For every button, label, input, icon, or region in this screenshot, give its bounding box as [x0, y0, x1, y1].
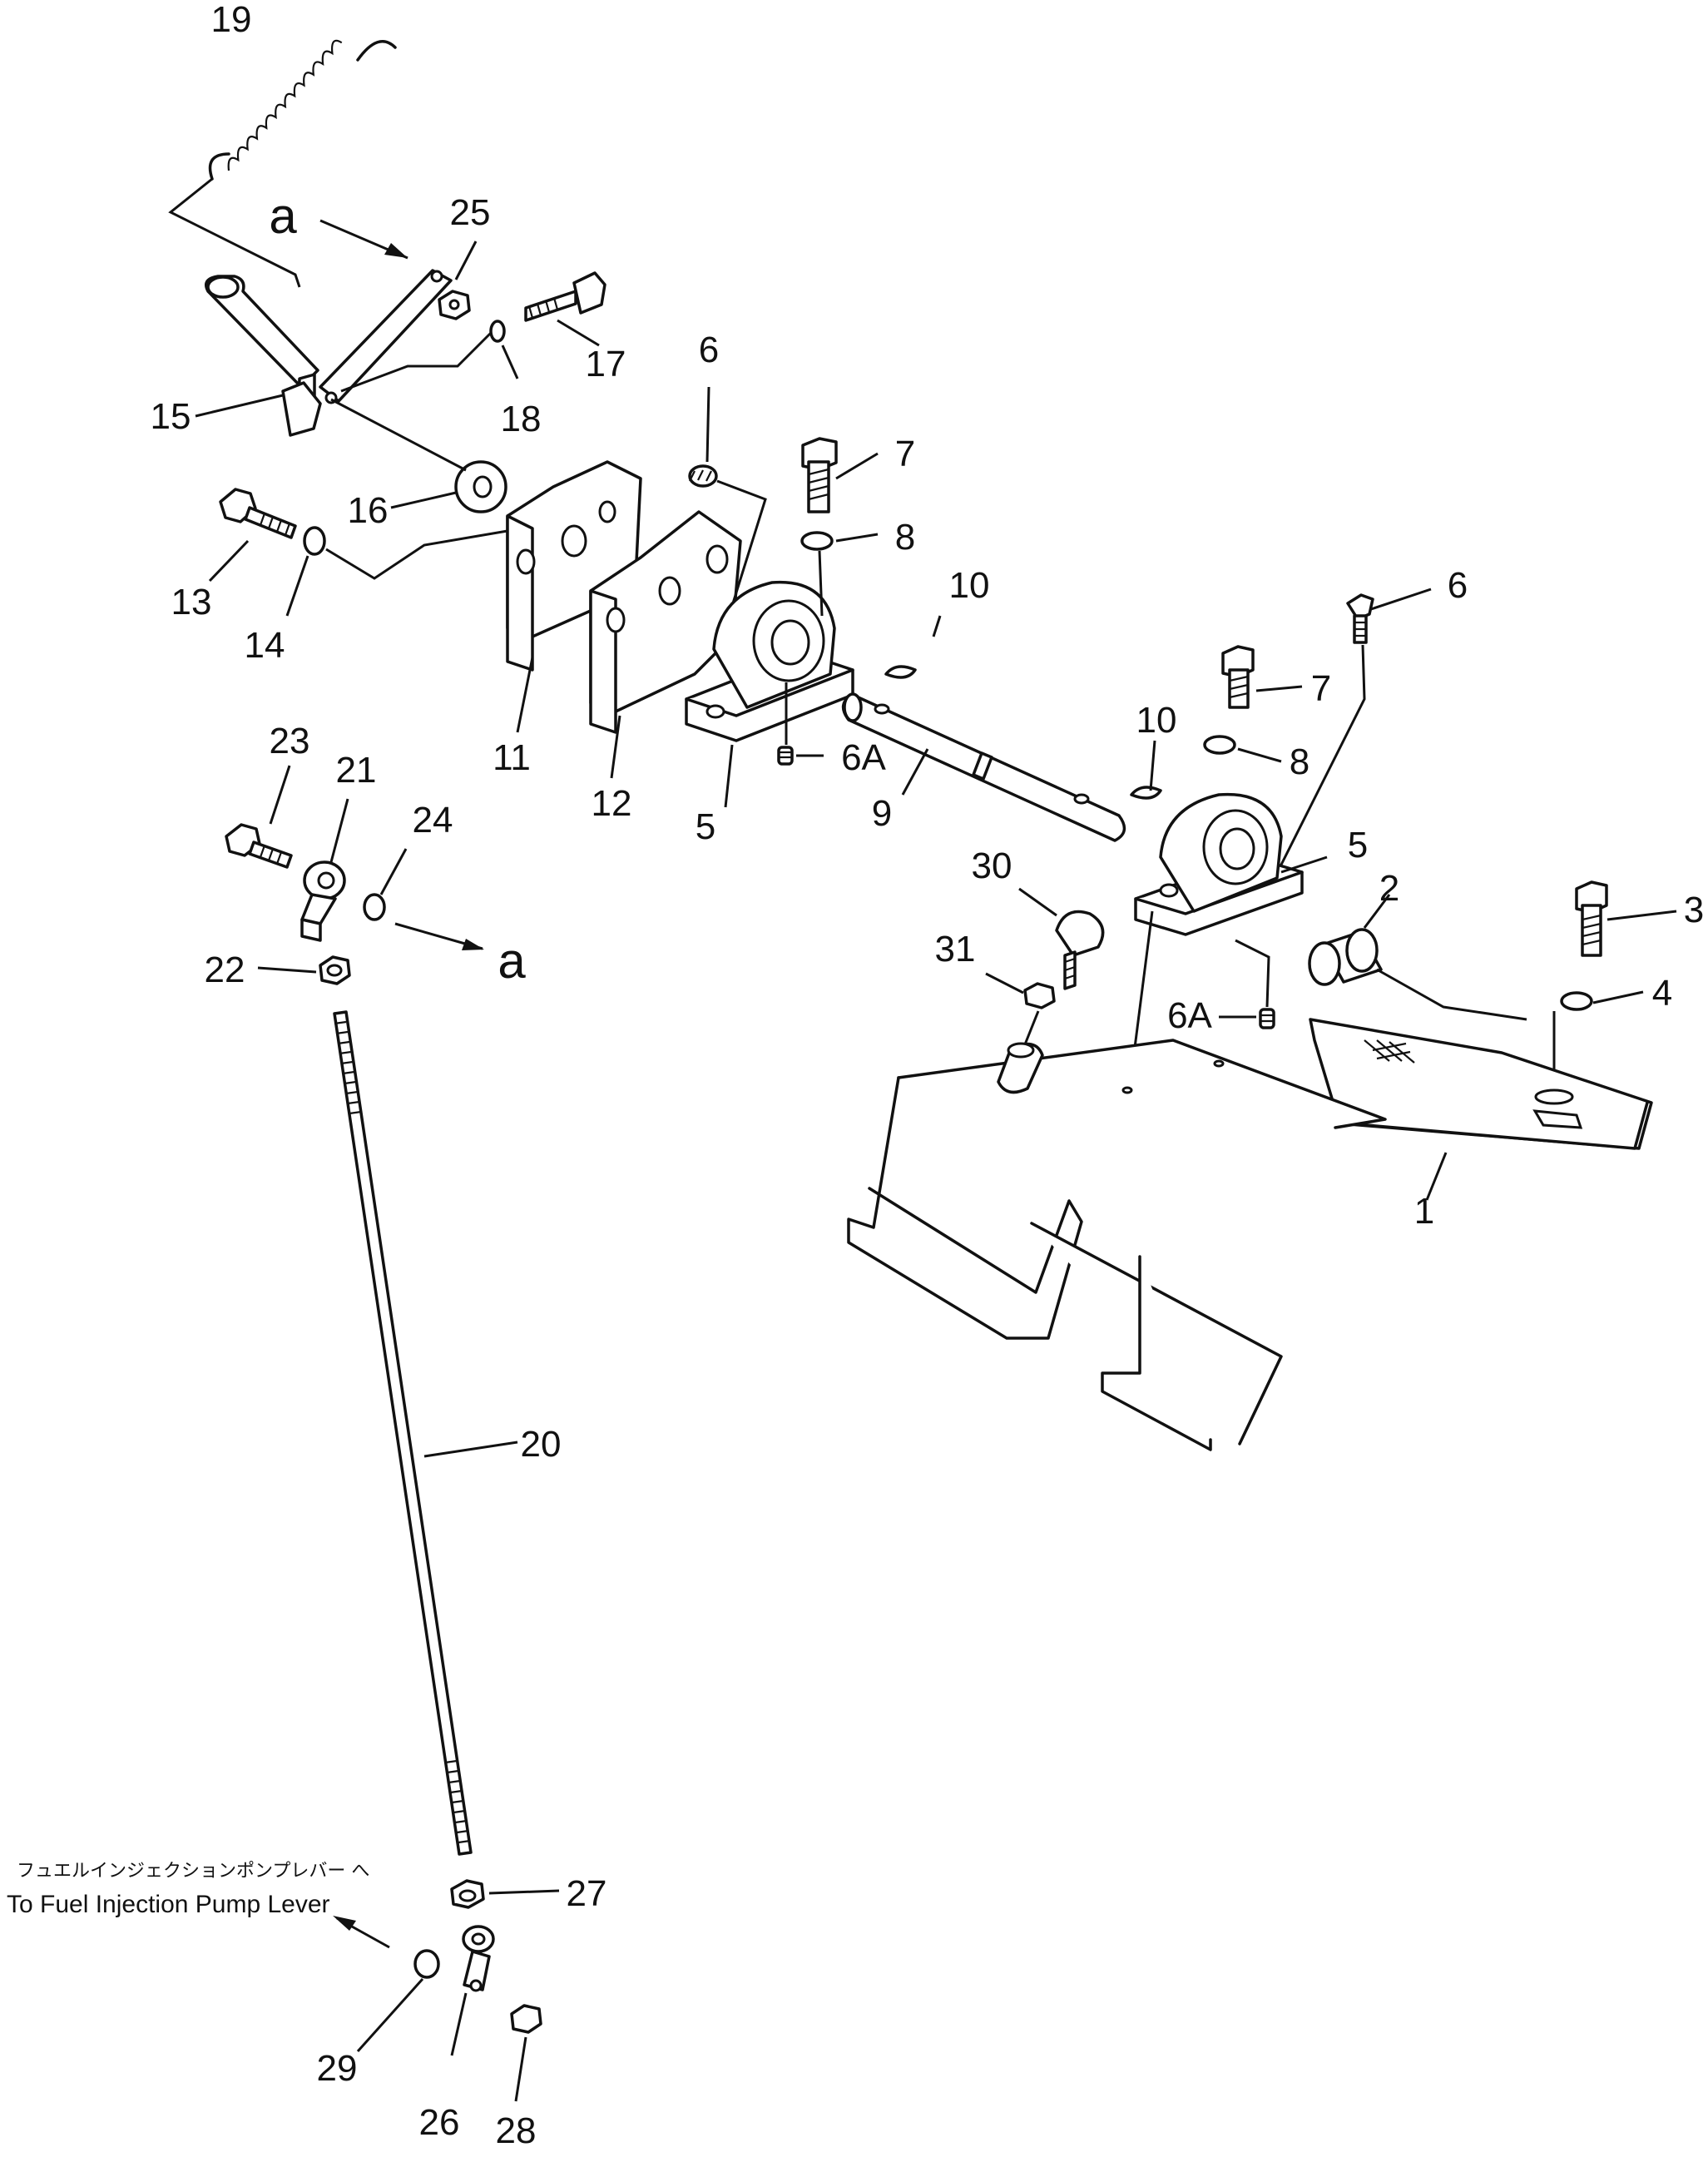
callout-13: 13: [171, 582, 212, 622]
rod-end-21: [300, 860, 346, 942]
lever-15: [205, 269, 453, 437]
callout-7-right: 7: [1311, 668, 1331, 709]
bolt-17: [524, 271, 606, 322]
view-marker-a-upper: a: [269, 188, 297, 244]
callout-9: 9: [872, 793, 892, 834]
callout-17: 17: [586, 344, 626, 384]
bolt-23: [225, 823, 293, 869]
grease-fitting-6-upper: [688, 464, 718, 488]
key-10-lower: [1130, 786, 1162, 800]
callout-29: 29: [317, 2048, 358, 2089]
washer-4: [1560, 991, 1593, 1011]
floor-frame: [847, 1039, 1387, 1451]
washer-18: [489, 320, 506, 343]
callout-19: 19: [211, 0, 252, 40]
callout-5-right: 5: [1348, 825, 1368, 865]
callout-3: 3: [1684, 890, 1704, 930]
stopper-30: [1055, 910, 1105, 990]
callout-11: 11: [493, 737, 531, 778]
callout-4: 4: [1652, 973, 1672, 1014]
spring-19: [208, 39, 397, 181]
setscrew-6A-upper: [777, 746, 794, 766]
callout-6-right: 6: [1448, 565, 1468, 606]
callout-7-upper: 7: [895, 434, 915, 474]
callout-31: 31: [935, 929, 976, 969]
callout-26: 26: [419, 2102, 460, 2143]
pillow-block-5-right: [1134, 792, 1304, 936]
washer-14: [303, 526, 326, 556]
callout-6-upper: 6: [699, 330, 719, 370]
pedal-1: [1309, 1018, 1653, 1150]
key-10-upper: [884, 665, 917, 679]
bolt-13: [219, 488, 297, 539]
callout-10-upper: 10: [949, 565, 990, 606]
bolt-3: [1575, 880, 1608, 957]
callout-18: 18: [501, 399, 542, 439]
nut-31: [1023, 982, 1056, 1009]
nut-27: [450, 1879, 485, 1909]
grease-fitting-6-right: [1346, 593, 1374, 644]
nut-22: [319, 955, 351, 985]
callout-1: 1: [1414, 1191, 1434, 1232]
nut-25: [438, 290, 471, 320]
callout-21: 21: [336, 750, 377, 791]
callout-25: 25: [450, 192, 491, 233]
washer-8-right: [1203, 735, 1236, 755]
bolt-7-right: [1221, 645, 1255, 709]
note-japanese: フュエルインジェクションポンプレバー へ: [17, 1861, 369, 1882]
callout-5-upper: 5: [696, 806, 715, 847]
shaft-9: [841, 692, 1126, 842]
plate-12: [589, 510, 742, 734]
callout-14: 14: [245, 625, 285, 666]
bushing-2: [1308, 928, 1383, 986]
callout-6A-upper: 6A: [841, 737, 886, 778]
callout-20: 20: [521, 1424, 562, 1465]
washer-8-upper: [800, 531, 834, 551]
nut-28: [510, 2004, 542, 2034]
callout-30: 30: [972, 846, 1012, 886]
callout-28: 28: [496, 2110, 537, 2151]
callout-8-upper: 8: [895, 517, 915, 558]
setscrew-6A-right: [1259, 1008, 1275, 1029]
rod-end-26: [462, 1925, 495, 1992]
washer-16: [454, 460, 507, 513]
callout-2: 2: [1379, 868, 1399, 909]
washer-24: [363, 893, 386, 921]
note-english: To Fuel Injection Pump Lever: [7, 1891, 330, 1918]
view-marker-a-lower: a: [498, 933, 526, 989]
callout-24: 24: [413, 800, 453, 841]
callout-16: 16: [348, 490, 389, 531]
callout-12: 12: [592, 783, 632, 824]
callout-27: 27: [567, 1873, 607, 1914]
bolt-7-upper: [801, 437, 838, 513]
callout-22: 22: [205, 950, 245, 990]
callout-23: 23: [270, 721, 310, 761]
washer-29: [413, 1949, 440, 1979]
rod-20: [333, 1010, 473, 1856]
callout-6A-right: 6A: [1167, 995, 1212, 1036]
callout-15: 15: [151, 396, 191, 437]
callout-8-right: 8: [1290, 741, 1309, 782]
pillow-block-5-upper: [685, 580, 854, 742]
callout-10-lower: 10: [1136, 700, 1177, 741]
